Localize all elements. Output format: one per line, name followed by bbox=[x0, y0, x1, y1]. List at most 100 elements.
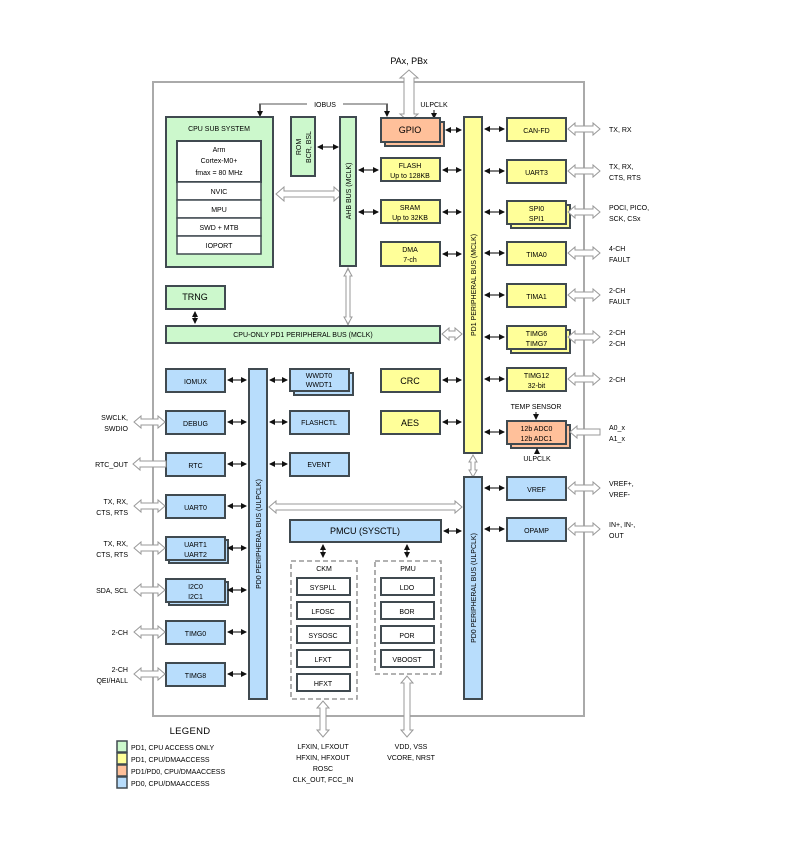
ckm-pin-label: CLK_OUT, FCC_IN bbox=[293, 777, 354, 784]
pin-label: 2-CH bbox=[609, 377, 625, 384]
peripheral-label: TIMG8 bbox=[185, 673, 206, 680]
pin-label: QEI/HALL bbox=[96, 678, 128, 685]
pmu-item-por: POR bbox=[380, 625, 435, 644]
pin-label: FAULT bbox=[609, 299, 631, 306]
peripheral-label: TIMG6 bbox=[526, 331, 547, 338]
ckm-item-hfxt: HFXT bbox=[296, 673, 351, 692]
peripheral-pin-arrow bbox=[133, 582, 166, 598]
ckm-title: CKM bbox=[316, 566, 332, 573]
peripheral-label: 12b ADC0 bbox=[521, 426, 553, 433]
legend-item-1: PD1, CPU ACCESS ONLY bbox=[116, 740, 214, 753]
pin-label: IN+, IN-, bbox=[609, 522, 635, 529]
flash-block: FLASH Up to 128KB bbox=[380, 157, 441, 182]
cpu-core-name: Arm bbox=[213, 147, 226, 154]
legend-label: PD1, CPU ACCESS ONLY bbox=[131, 745, 214, 752]
pd0-bus-right-label: PD0 PERIPHERAL BUS (ULPCLK) bbox=[471, 533, 478, 643]
cpu-ahb-arrow bbox=[275, 185, 343, 203]
pmcu-label: PMCU (SYSCTL) bbox=[330, 526, 400, 536]
peripheral-label: SPI0 bbox=[529, 206, 544, 213]
pin-label: 2-CH bbox=[112, 667, 128, 674]
legend-label: PD1/PD0, CPU/DMAACCESS bbox=[131, 769, 225, 776]
pin-label: FAULT bbox=[609, 257, 631, 264]
crc-label: CRC bbox=[400, 376, 420, 386]
sram-label: SRAM bbox=[400, 205, 420, 212]
pmu-item-ldo: LDO bbox=[380, 577, 435, 596]
peripheral-label-2: TIMG7 bbox=[526, 341, 547, 348]
pin-label: TX, RX bbox=[609, 127, 632, 134]
pin-label: TX, RX, bbox=[103, 499, 128, 506]
pin-label: 2-CH bbox=[609, 288, 625, 295]
peripheral-pin-arrow bbox=[133, 666, 166, 682]
peripheral-label: CAN-FD bbox=[523, 128, 549, 135]
pin-label: SWDIO bbox=[104, 426, 128, 433]
peripheral-label: UART0 bbox=[184, 505, 207, 512]
peripheral-pin-arrow bbox=[567, 371, 601, 387]
pmu-pins-arrow bbox=[399, 675, 415, 738]
peripheral-label: OPAMP bbox=[524, 528, 549, 535]
peripheral-pin-arrow bbox=[567, 287, 601, 303]
event-block: EVENT bbox=[289, 452, 350, 477]
legend-item-4: PD0, CPU/DMAACCESS bbox=[116, 776, 210, 789]
peripheral-pin-arrow bbox=[567, 163, 601, 179]
gpio-pins-arrow bbox=[398, 69, 420, 123]
peripheral-pin-arrow bbox=[567, 245, 601, 261]
peripheral-timg8: TIMG8 2-CH QEI/HALL bbox=[96, 662, 247, 687]
cpu-row-nvic: NVIC bbox=[176, 181, 262, 201]
ahb-bus-label: AHB BUS (MCLK) bbox=[346, 163, 353, 220]
peripheral-label: DEBUG bbox=[183, 421, 208, 428]
rom-label: ROM bbox=[296, 139, 303, 156]
ckm-pin-label: HFXIN, HFXOUT bbox=[296, 755, 350, 762]
pmu-item-label: POR bbox=[399, 633, 414, 640]
cpuonly-pd1-arrow bbox=[441, 326, 463, 342]
trng-block: TRNG bbox=[165, 285, 226, 310]
peripheral-label-2: SPI1 bbox=[529, 216, 544, 223]
legend-label: PD0, CPU/DMAACCESS bbox=[131, 781, 210, 788]
peripheral-label: I2C0 bbox=[188, 584, 203, 591]
peripheral-label: UART1 bbox=[184, 542, 207, 549]
pin-label: VREF+, bbox=[609, 481, 634, 488]
sram-block: SRAM Up to 32KB bbox=[380, 199, 441, 224]
peripheral-label: UART3 bbox=[525, 170, 548, 177]
cpu-only-bus: CPU-ONLY PD1 PERIPHERAL BUS (MCLK) bbox=[165, 325, 441, 344]
peripheral-label: IOMUX bbox=[184, 379, 207, 386]
cpu-subsystem-title: CPU SUB SYSTEM bbox=[188, 126, 250, 133]
ckm-pins-arrow bbox=[315, 700, 331, 738]
chip-boundary bbox=[152, 81, 585, 717]
aes-block: AES bbox=[380, 410, 441, 435]
pd1-pd0-arrow bbox=[468, 453, 478, 479]
pin-label: CTS, RTS bbox=[96, 510, 128, 517]
pin-label: SCK, CSx bbox=[609, 216, 641, 223]
ckm-item-sysosc: SYSOSC bbox=[296, 625, 351, 644]
peripheral-pin-arrow bbox=[569, 424, 601, 440]
flash-label: FLASH bbox=[399, 163, 422, 170]
peripheral-pin-arrow bbox=[567, 329, 601, 345]
peripheral-label-2: 12b ADC1 bbox=[521, 436, 553, 443]
peripheral-pin-arrow bbox=[133, 498, 166, 514]
ckm-item-lfosc: LFOSC bbox=[296, 601, 351, 620]
pmu-item-label: BOR bbox=[399, 609, 414, 616]
pd1-bus-label: PD1 PERIPHERAL BUS (MCLK) bbox=[471, 234, 478, 336]
pmcu-block: PMCU (SYSCTL) bbox=[289, 519, 442, 543]
cpu-row-label: MPU bbox=[211, 207, 227, 214]
cpu-row-ioport: IOPORT bbox=[176, 235, 262, 255]
pd1-peripheral-bus: PD1 PERIPHERAL BUS (MCLK) bbox=[463, 116, 483, 454]
gpio-label: GPIO bbox=[399, 125, 422, 135]
ckm-item-label: SYSOSC bbox=[308, 633, 337, 640]
gpio-ulpclk-label: ULPCLK bbox=[420, 102, 448, 109]
legend-swatch bbox=[116, 752, 128, 765]
wwdt1-label: WWDT1 bbox=[306, 382, 333, 389]
pin-label: TX, RX, bbox=[609, 164, 634, 171]
sram-size: Up to 32KB bbox=[392, 215, 428, 222]
pmu-item-bor: BOR bbox=[380, 601, 435, 620]
cpu-core-model: Cortex-M0+ bbox=[201, 158, 238, 165]
peripheral-label: TIMA0 bbox=[526, 252, 547, 259]
